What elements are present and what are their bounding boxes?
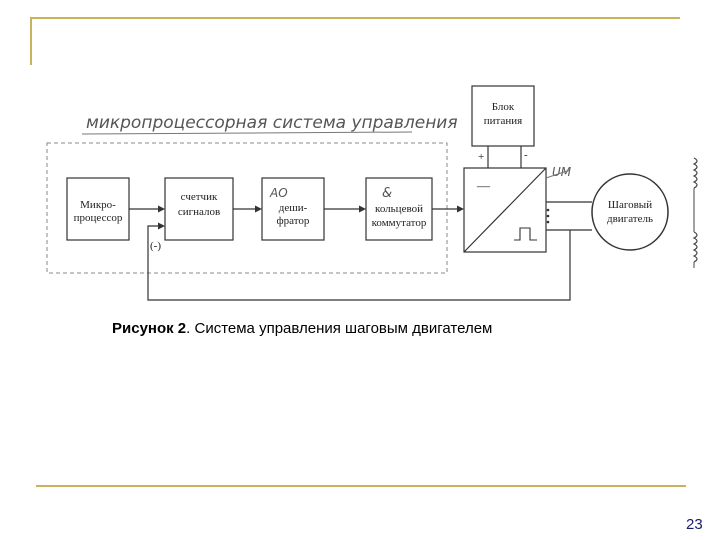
counter-label-1: счетчик [181, 191, 218, 203]
decoder-block: АО деши- фратор [261, 177, 325, 241]
um-leader [545, 169, 571, 179]
ring-label-1: кольцевой [375, 203, 423, 215]
top-accent-line [30, 17, 680, 19]
decoder-label-1: деши- [279, 202, 308, 214]
channel-dot [546, 220, 550, 224]
signal-counter-block: счетчик сигналов [164, 177, 234, 241]
microprocessor-label-2: процессор [74, 212, 123, 224]
counter-label-2: сигналов [178, 206, 220, 218]
plus-label: + [478, 151, 484, 163]
caption-prefix: Рисунок 2 [112, 320, 187, 337]
stepper-motor: Шаговый двигатель [591, 173, 669, 251]
motor-label-1: Шаговый [608, 199, 652, 211]
signal-connections [129, 201, 592, 301]
converter-minus: — [476, 178, 491, 193]
decoder-label-2: фратор [277, 215, 310, 227]
microprocessor-label-1: Микро- [80, 199, 116, 211]
page-number: 23 [686, 516, 703, 533]
system-boundary [46, 142, 448, 274]
caption-text: . Система управления шаговым двигателем [186, 320, 493, 337]
um-label: UM [552, 165, 572, 179]
motor-label-2: двигатель [607, 213, 653, 225]
bottom-accent-line [36, 485, 686, 487]
microprocessor-block: Микро- процессор [66, 177, 130, 241]
winding-coil-bottom [692, 231, 698, 263]
figure-caption: Рисунок 2. Система управления шаговым дв… [112, 320, 492, 337]
feedback-label: (-) [150, 240, 161, 252]
power-supply-block: Блок питания [471, 85, 535, 147]
channel-dot [546, 214, 550, 218]
power-label-1: Блок [492, 101, 515, 113]
minus-label: - [524, 149, 528, 161]
diagram-title: микропроцессорная система управления [86, 113, 458, 133]
ring-commutator-block: & кольцевой коммутатор [365, 177, 433, 241]
ring-label-2: коммутатор [372, 217, 427, 229]
ring-tag: & [382, 186, 392, 201]
pulse-symbol [514, 227, 537, 241]
left-accent-line [30, 17, 32, 65]
power-label-2: питания [484, 115, 522, 127]
decoder-tag: АО [269, 186, 288, 200]
winding-coil-top [692, 157, 698, 189]
arrow-heads [158, 205, 464, 230]
title-underline [81, 131, 413, 135]
converter-block: — [463, 167, 547, 253]
channel-dot [546, 208, 550, 212]
